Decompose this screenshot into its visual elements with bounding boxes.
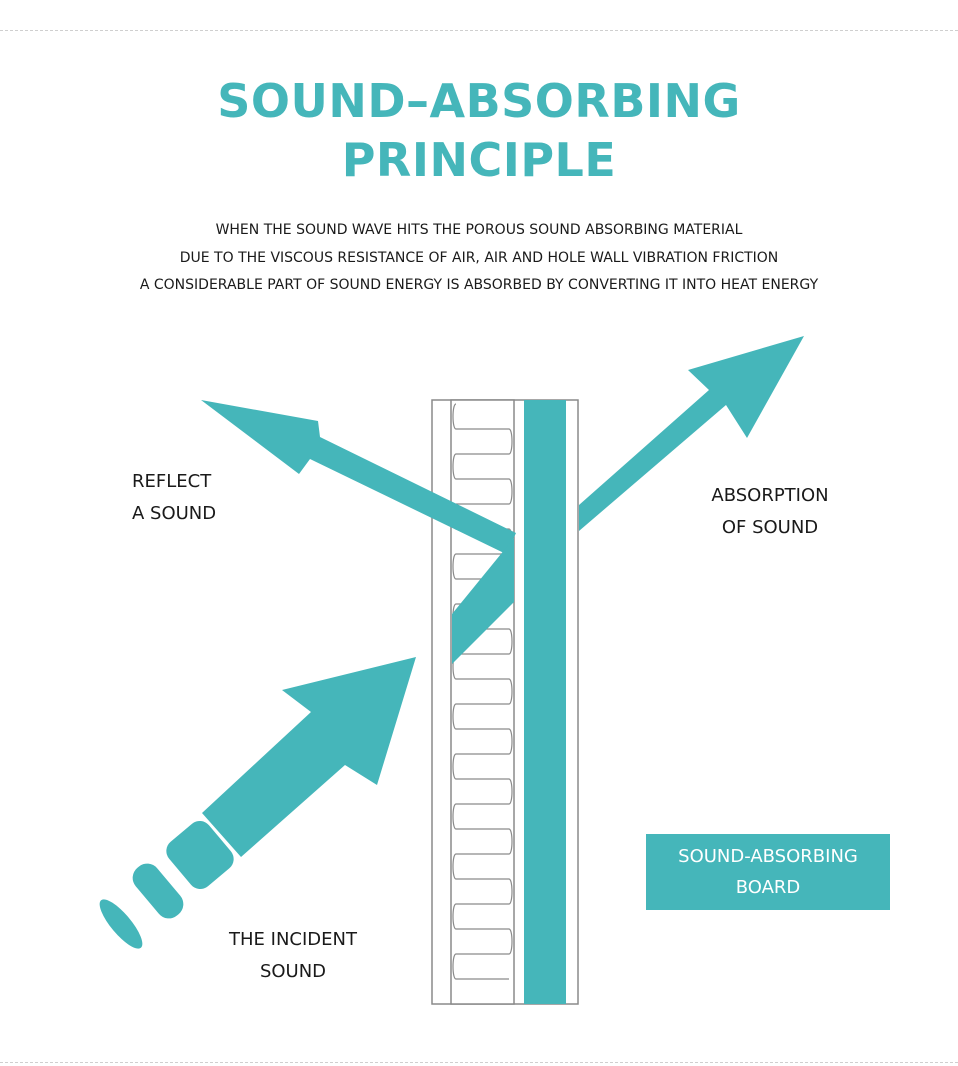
- solid-board-layer: [524, 400, 566, 1004]
- top-divider: [0, 30, 958, 31]
- incident-sound-label: THE INCIDENT SOUND: [213, 924, 373, 988]
- porous-fiber-path: [452, 403, 513, 980]
- absorption-label-line-1: ABSORPTION: [711, 485, 829, 506]
- description-line-1: WHEN THE SOUND WAVE HITS THE POROUS SOUN…: [215, 222, 743, 238]
- board-label-line-1: SOUND-ABSORBING: [678, 846, 858, 867]
- description-line-3: A CONSIDERABLE PART OF SOUND ENERGY IS A…: [139, 277, 819, 293]
- absorption-label-line-2: OF SOUND: [721, 517, 819, 538]
- porous-layer-frame: [450, 399, 515, 1005]
- porous-fiber-pattern: [452, 403, 513, 980]
- incident-beam-in-material: [452, 538, 514, 664]
- incident-tail-segment-2: [132, 863, 184, 919]
- absorption-arrow: [579, 336, 804, 531]
- incident-tail-segment-1: [166, 820, 234, 890]
- incident-arrow: [202, 657, 416, 857]
- incident-tail-segment-3: [99, 899, 143, 949]
- board-label-line-2: BOARD: [735, 877, 801, 898]
- reflect-label-line-2: A SOUND: [132, 503, 217, 524]
- bottom-divider: [0, 1062, 958, 1063]
- incident-label-line-2: SOUND: [259, 961, 327, 982]
- absorption-sound-label: ABSORPTION OF SOUND: [690, 480, 850, 544]
- sound-absorbing-board-badge: SOUND-ABSORBING BOARD: [646, 834, 890, 910]
- title-line-1: SOUND–ABSORBING: [217, 74, 741, 128]
- page-title: SOUND–ABSORBING PRINCIPLE: [0, 72, 958, 190]
- description-line-2: DUE TO THE VISCOUS RESISTANCE OF AIR, AI…: [179, 249, 779, 266]
- incident-label-line-1: THE INCIDENT: [229, 929, 357, 950]
- description: WHEN THE SOUND WAVE HITS THE POROUS SOUN…: [0, 217, 958, 300]
- title-line-2: PRINCIPLE: [341, 133, 617, 187]
- reflect-arrow: [201, 400, 516, 554]
- reflect-sound-label: REFLECT A SOUND: [132, 466, 216, 530]
- reflect-label-line-1: REFLECT: [132, 471, 212, 492]
